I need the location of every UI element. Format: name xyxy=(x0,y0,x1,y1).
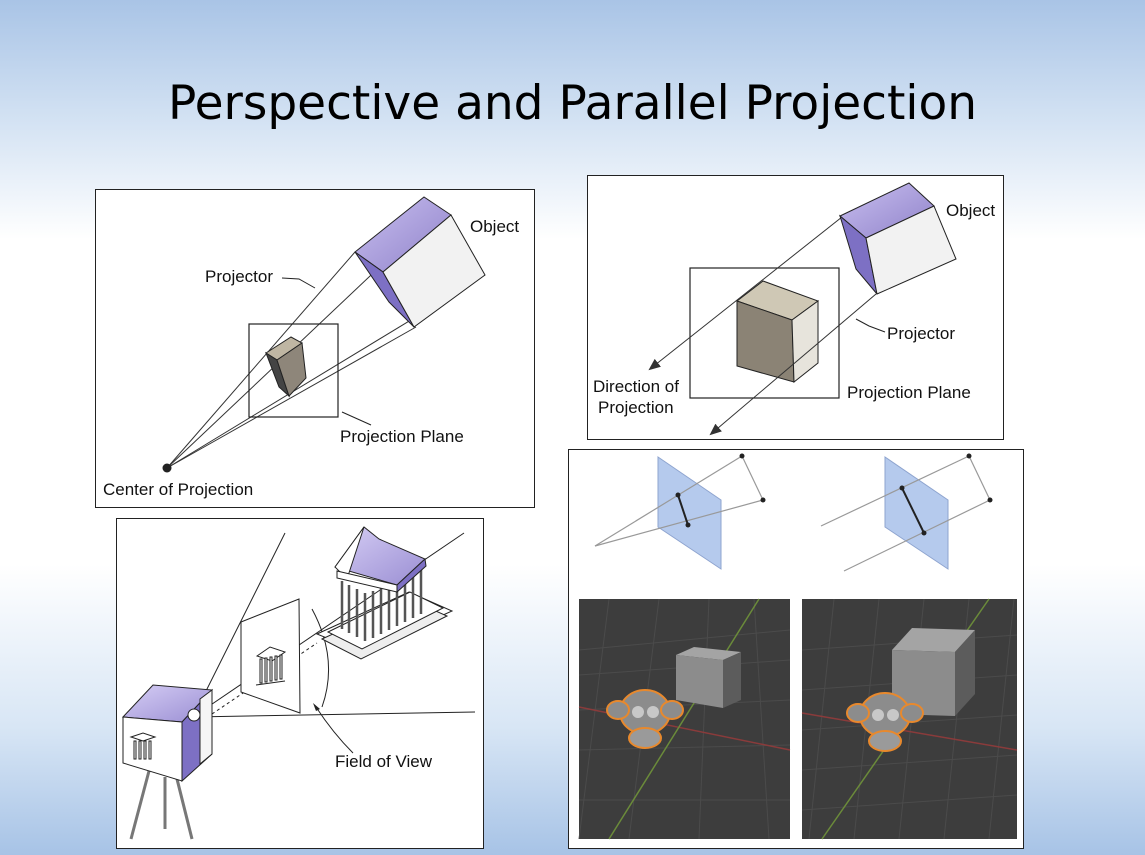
direction-label-line1: Direction of xyxy=(593,377,679,396)
orthographic-viewport xyxy=(801,598,1018,840)
projection-plane-label: Projection Plane xyxy=(340,427,464,446)
center-of-projection-label: Center of Projection xyxy=(103,480,253,499)
projected-cube xyxy=(735,280,820,384)
monkey-head xyxy=(606,689,684,749)
camera-lens xyxy=(187,708,201,722)
projector-label: Projector xyxy=(887,324,955,343)
object-label: Object xyxy=(946,201,995,220)
orthographic-schematic xyxy=(820,453,993,572)
projection-comparison-panel xyxy=(568,449,1024,849)
image-plane xyxy=(240,598,301,714)
perspective-viewport xyxy=(578,598,791,840)
center-point xyxy=(162,463,172,473)
perspective-projection-diagram: Object Projector Projection Plane Center… xyxy=(95,189,535,508)
perspective-schematic xyxy=(594,453,766,570)
parallel-projection-diagram: Object Projector Projection Plane Direct… xyxy=(587,175,1004,440)
camera xyxy=(121,684,214,840)
object-cube xyxy=(354,196,486,328)
projection-plane xyxy=(248,323,339,418)
projection-plane-label: Projection Plane xyxy=(847,383,971,402)
projected-cube xyxy=(264,336,307,398)
projection-plane xyxy=(689,267,840,399)
field-of-view-label: Field of View xyxy=(335,752,433,771)
projector-label: Projector xyxy=(205,267,273,286)
camera-field-of-view-diagram: Field of View xyxy=(116,518,484,849)
object-label: Object xyxy=(470,217,519,236)
slide-title: Perspective and Parallel Projection xyxy=(167,76,978,131)
monkey-head xyxy=(846,692,924,752)
object-cube xyxy=(839,182,957,295)
temple-object xyxy=(315,526,454,660)
direction-label-line2: Projection xyxy=(598,398,674,417)
